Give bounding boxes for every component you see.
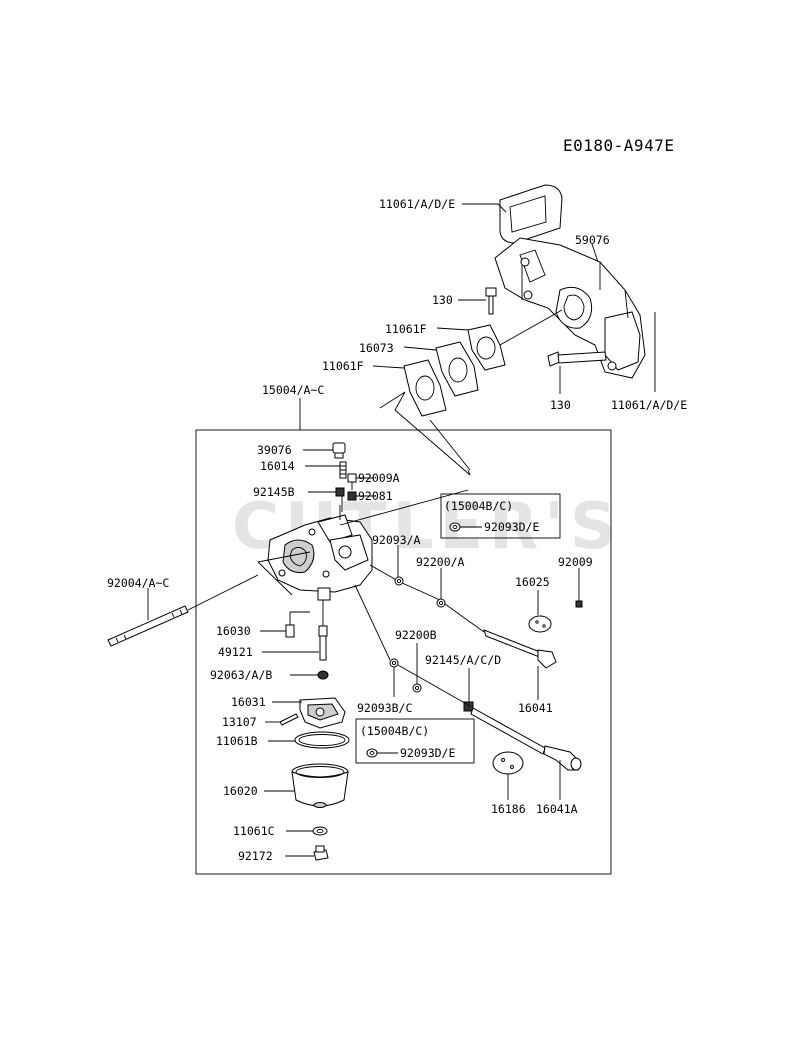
label-11061ade-top: 11061/A/D/E [379, 197, 455, 211]
throttle-shaft-icon [470, 707, 582, 771]
spring-icon [335, 487, 345, 497]
label-16186: 16186 [491, 802, 526, 816]
box2-title: (15004B/C) [360, 724, 429, 738]
assembly-box [195, 429, 612, 875]
label-92200b: 92200B [395, 628, 437, 642]
float-bowl-icon [291, 763, 349, 808]
label-92009a: 92009A [358, 471, 400, 485]
label-16041a: 16041A [536, 802, 578, 816]
label-11061f-b: 11061F [322, 359, 364, 373]
gasket-icon [467, 324, 506, 371]
choke-shaft-icon [483, 629, 557, 669]
label-92081: 92081 [358, 489, 393, 503]
label-16031: 16031 [231, 695, 266, 709]
washer-icon [436, 598, 446, 608]
label-92093bc: 92093B/C [357, 701, 412, 715]
box1-part: 92093D/E [484, 520, 539, 534]
label-49121: 49121 [218, 645, 253, 659]
gasket-icon [499, 184, 563, 244]
diagram-code: E0180-A947E [563, 136, 674, 155]
part-49121-icon [318, 625, 328, 661]
butterfly-plate-icon [528, 615, 552, 633]
box1-title: (15004B/C) [444, 499, 513, 513]
kit-box-1 [440, 493, 561, 539]
label-16025: 16025 [515, 575, 550, 589]
screw-icon [347, 473, 357, 490]
spring-icon [347, 491, 357, 501]
gasket-icon [294, 731, 350, 749]
part-16014-icon [339, 461, 347, 479]
nut-icon [463, 701, 474, 712]
label-130-a: 130 [432, 293, 453, 307]
label-11061b: 11061B [216, 734, 258, 748]
washer-icon [389, 658, 399, 668]
bolt-icon [485, 287, 497, 315]
label-92009: 92009 [558, 555, 593, 569]
intake-manifold-icon [494, 237, 646, 379]
washer-icon [412, 683, 422, 693]
gasket-icon [435, 341, 479, 397]
label-16073: 16073 [359, 341, 394, 355]
label-16030: 16030 [216, 624, 251, 638]
label-92145acd: 92145/A/C/D [425, 653, 501, 667]
screw-icon [575, 600, 583, 608]
label-59076: 59076 [575, 233, 610, 247]
label-92063: 92063/A/B [210, 668, 272, 682]
gasket-icon [403, 359, 447, 417]
float-icon [299, 697, 346, 729]
butterfly-plate-icon [492, 751, 524, 775]
label-15004: 15004/A~C [262, 383, 324, 397]
label-13107: 13107 [222, 715, 257, 729]
stud-icon [107, 605, 189, 647]
nut-icon [317, 670, 329, 680]
label-16041: 16041 [518, 701, 553, 715]
label-39076: 39076 [257, 443, 292, 457]
label-92145b: 92145B [253, 485, 295, 499]
carburetor-icon [267, 505, 373, 601]
kit-box-2 [355, 718, 475, 764]
box2-part: 92093D/E [400, 746, 455, 760]
label-11061c: 11061C [233, 824, 275, 838]
label-11061ade-bot: 11061/A/D/E [611, 398, 687, 412]
label-92172: 92172 [238, 849, 273, 863]
pin-icon [279, 713, 299, 726]
bolt-icon [547, 351, 607, 367]
label-130-b: 130 [550, 398, 571, 412]
part-39076-icon [332, 442, 346, 459]
label-92093a: 92093/A [372, 533, 421, 547]
washer-icon [449, 522, 461, 532]
washer-icon [394, 576, 404, 586]
label-92004: 92004/A~C [107, 576, 169, 590]
label-16014: 16014 [260, 459, 295, 473]
label-92200a: 92200/A [416, 555, 465, 569]
label-11061f-a: 11061F [385, 322, 427, 336]
washer-icon [366, 748, 378, 758]
part-16030-icon [285, 612, 295, 638]
label-16020: 16020 [223, 784, 258, 798]
washer-icon [312, 826, 328, 836]
bolt-icon [313, 845, 329, 861]
